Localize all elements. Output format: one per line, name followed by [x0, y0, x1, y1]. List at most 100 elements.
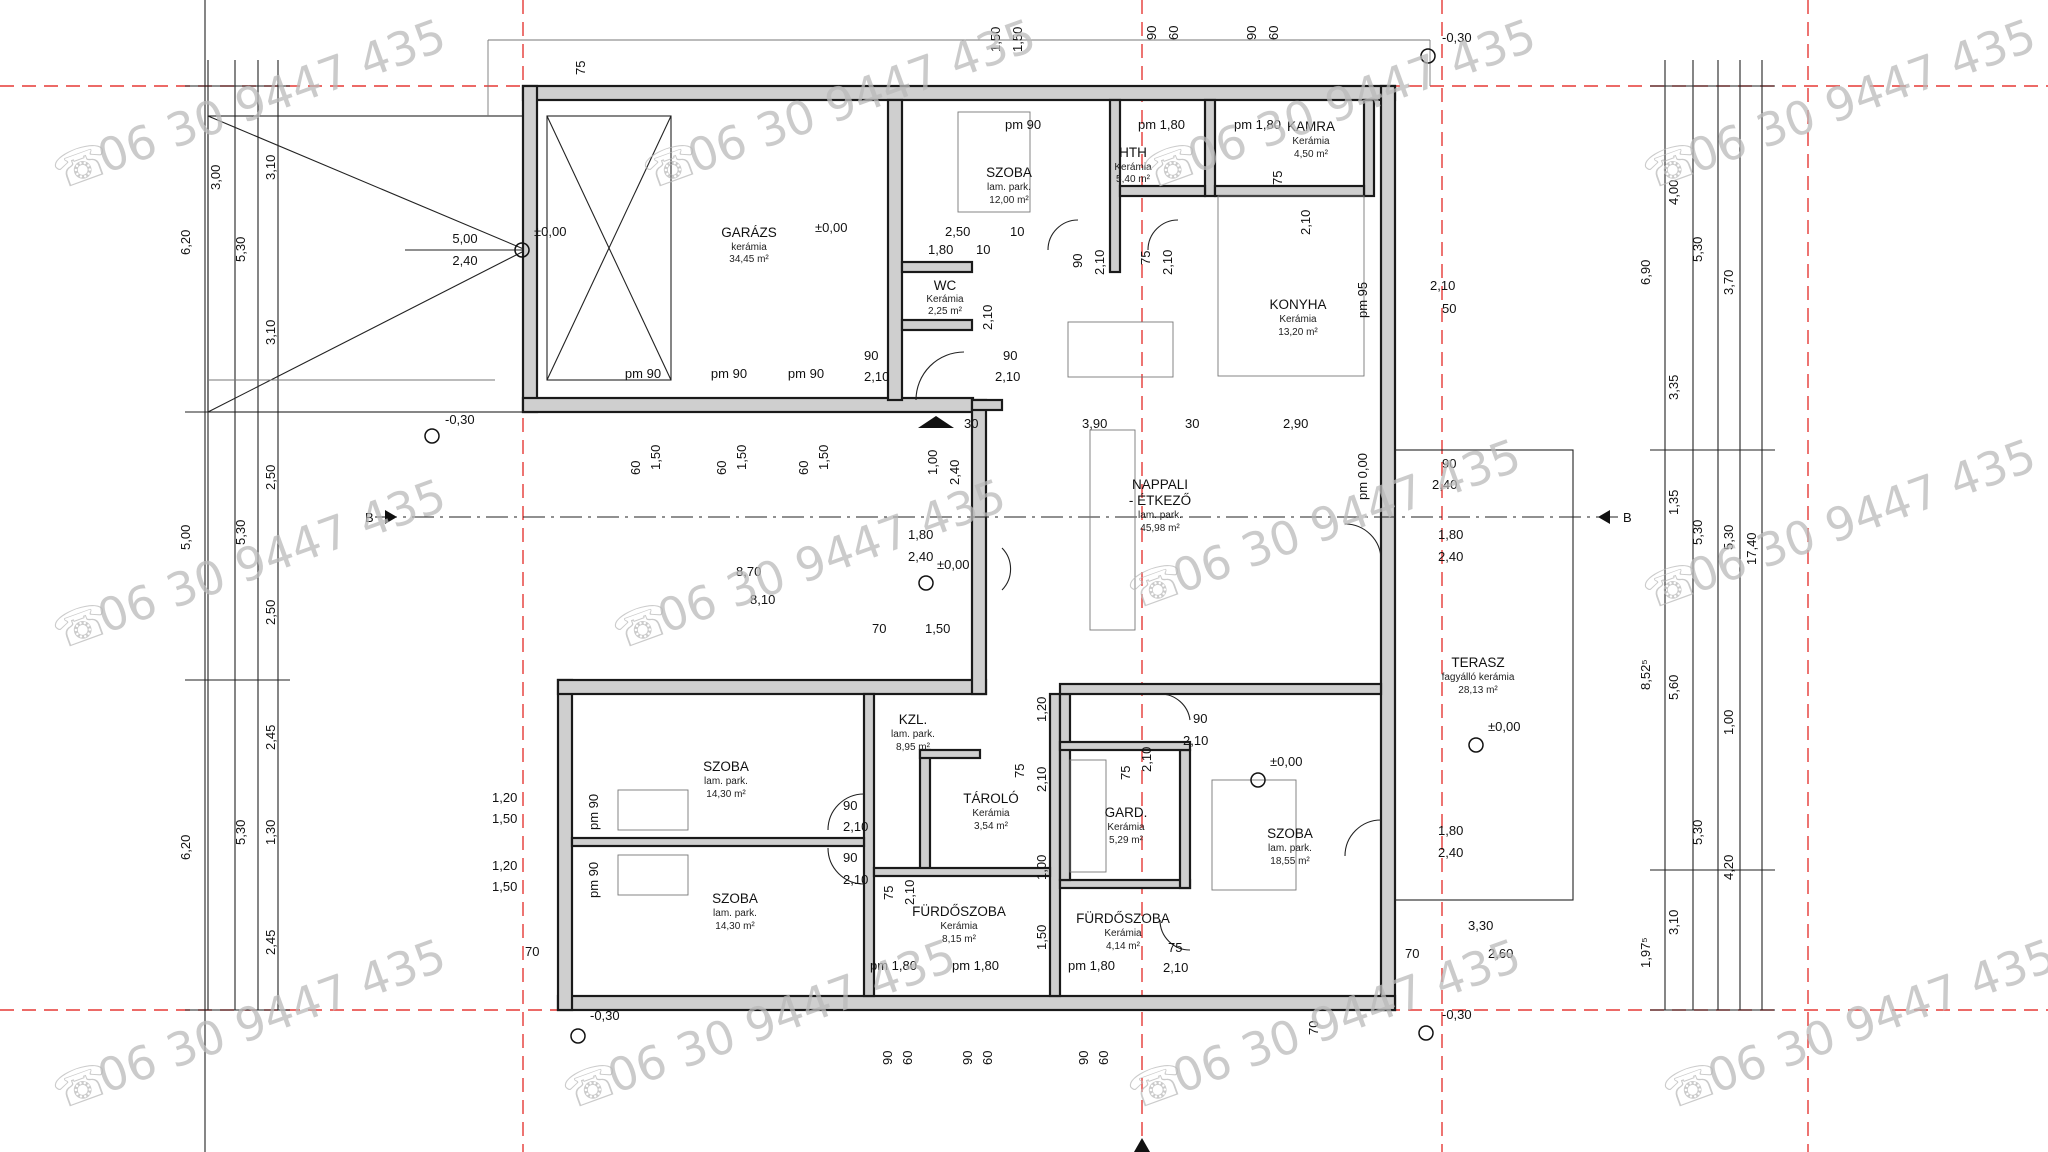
- level-driveway: ±0,00: [534, 224, 566, 239]
- wall-wing-top: [556, 678, 988, 696]
- top-dim-3: 90: [1144, 26, 1159, 40]
- watermark-9: ☏ 06 30 9447 435: [45, 928, 452, 1120]
- dim-70-right: 70: [1405, 946, 1419, 961]
- entry-arrow-icon: [918, 416, 954, 428]
- level-marker-icon: [514, 242, 530, 258]
- dim-bed-door-180: 1,80: [1438, 823, 1463, 838]
- level-outer-4: -0,30: [1442, 30, 1472, 45]
- dim-furdo1-75: 75: [881, 886, 896, 900]
- bed-small: [957, 111, 1031, 213]
- room-area-szoba2: 14,30 m²: [706, 789, 746, 800]
- watermark-4: ☏ 06 30 9447 435: [1635, 8, 2042, 200]
- room-area-nappali: 45,98 m²: [1140, 523, 1180, 534]
- pm-kamra: pm 1,80: [1234, 117, 1281, 132]
- room-floor-hth: Kerámia: [1114, 162, 1152, 173]
- pm-szoba2: pm 90: [586, 794, 601, 830]
- left-mid-3: 5,30: [233, 520, 248, 545]
- room-floor-szoba1: lam. park.: [987, 182, 1031, 193]
- svg-text:06 30 9447 435: 06 30 9447 435: [1680, 428, 2042, 604]
- dim-hall2-90: 90: [1003, 348, 1017, 363]
- dim-window2-150: 1,50: [492, 879, 517, 894]
- left-inner-6: 1,30: [263, 820, 278, 845]
- door-terrace: [1344, 523, 1382, 561]
- dim-hall2-210: 2,10: [995, 369, 1020, 384]
- room-area-kzl: 8,95 m²: [896, 742, 931, 753]
- furniture: [617, 111, 1365, 896]
- dim-driveway-length: 5,00: [452, 231, 477, 246]
- room-name-wc: WC: [934, 278, 957, 293]
- watermark-1: ☏ 06 30 9447 435: [45, 8, 452, 200]
- door-hth: [1047, 219, 1079, 251]
- door-szoba4: [1159, 693, 1191, 721]
- section-label-left: B: [365, 510, 374, 525]
- room-floor-furdo1: Kerámia: [940, 921, 978, 932]
- room-name-garazs: GARÁZS: [721, 225, 777, 240]
- dim-entry-240: 2,40: [908, 549, 933, 564]
- room-name-hth: HTH: [1119, 145, 1147, 160]
- level-symbols: [424, 48, 1484, 1044]
- terrace-outline: [1394, 449, 1574, 901]
- room-name-terasz: TERASZ: [1451, 655, 1504, 670]
- dim-window-150b: 1,50: [734, 445, 749, 470]
- wall-left-bedrooms: [556, 678, 574, 1012]
- dim-window-120: 1,20: [492, 790, 517, 805]
- level-values: ±0,00 ±0,00 ±0,00 ±0,00 ±0,00 -0,30 -0,3…: [445, 30, 1520, 1023]
- pm-furdo1-2: pm 1,80: [952, 958, 999, 973]
- right-inner-2: 5,30: [1721, 525, 1736, 550]
- dim-nappali-90: 90: [1442, 456, 1456, 471]
- right-outer-3: 1,97⁵: [1638, 937, 1653, 968]
- level-outer-3: -0,30: [1442, 1007, 1472, 1022]
- pm-szoba1: pm 90: [1005, 117, 1041, 132]
- dim-hall-210: 2,10: [864, 369, 889, 384]
- svg-text:06 30 9447 435: 06 30 9447 435: [650, 468, 1012, 644]
- level-marker-icon: [570, 1028, 586, 1044]
- room-floor-konyha: Kerámia: [1279, 314, 1317, 325]
- room-floor-kzl: lam. park.: [891, 729, 935, 740]
- dim-hth-210: 2,10: [1092, 250, 1107, 275]
- dim-driveway-height: 2,40: [452, 253, 477, 268]
- bed-large: [1211, 779, 1297, 891]
- right-outer-1: 6,90: [1638, 260, 1653, 285]
- dim-gard-210: 2,10: [1139, 747, 1154, 772]
- left-inner-2: 3,10: [263, 320, 278, 345]
- dim-wc-door: 1,80: [928, 242, 953, 257]
- dim-terrace-door-240: 2,40: [1438, 549, 1463, 564]
- kitchen-counter: [1217, 195, 1365, 377]
- dim-hth-90: 90: [1070, 254, 1085, 268]
- dim-tarolo-210: 2,10: [1034, 767, 1049, 792]
- room-area-konyha: 13,20 m²: [1278, 327, 1318, 338]
- top-dim-2: 1,50: [1010, 27, 1025, 52]
- room-area-kamra: 4,50 m²: [1294, 149, 1329, 160]
- room-labels: GARÁZS kerámia 34,45 m² SZOBA lam. park.…: [703, 119, 1515, 952]
- right-mid-2: 5,30: [1690, 237, 1705, 262]
- dim-kzl-120: 1,20: [1034, 697, 1049, 722]
- watermark-10: ☏ 06 30 9447 435: [555, 928, 962, 1120]
- room-name-tarolo: TÁROLÓ: [963, 791, 1019, 806]
- sofa: [1089, 429, 1136, 631]
- right-inner-5: 4,20: [1721, 855, 1736, 880]
- pm-garage-1: pm 90: [625, 366, 661, 381]
- doors: [827, 219, 1382, 951]
- bottom-dim-2: 60: [900, 1051, 915, 1065]
- room-name-nappali-2: - ÉTKEZŐ: [1129, 493, 1191, 508]
- north-arrow-icon: [1134, 1138, 1150, 1152]
- dim-70-left: 70: [525, 944, 539, 959]
- left-outer-1: 6,20: [178, 230, 193, 255]
- dim-290: 2,90: [1283, 416, 1308, 431]
- dim-furdo2-75: 75: [1168, 940, 1182, 955]
- dim-wc-width: 2,50: [945, 224, 970, 239]
- dim-bed-210: 2,10: [1183, 733, 1208, 748]
- dim-wall-10a: 10: [1010, 224, 1024, 239]
- dim-150: 1,50: [925, 621, 950, 636]
- wall-bottom: [556, 994, 1397, 1012]
- dim-870: 8,70: [736, 564, 761, 579]
- dim-szoba2-90: 90: [843, 798, 857, 813]
- dim-konyha-door-75: 75: [1138, 251, 1153, 265]
- svg-text:06 30 9447 435: 06 30 9447 435: [1700, 928, 2048, 1104]
- wall-hall-left: [970, 398, 988, 696]
- right-outer-2: 8,52⁵: [1638, 659, 1653, 690]
- room-area-szoba3: 14,30 m²: [715, 921, 755, 932]
- room-floor-kamra: Kerámia: [1292, 136, 1330, 147]
- door-entry: [915, 351, 965, 401]
- top-dim-6: 60: [1266, 26, 1281, 40]
